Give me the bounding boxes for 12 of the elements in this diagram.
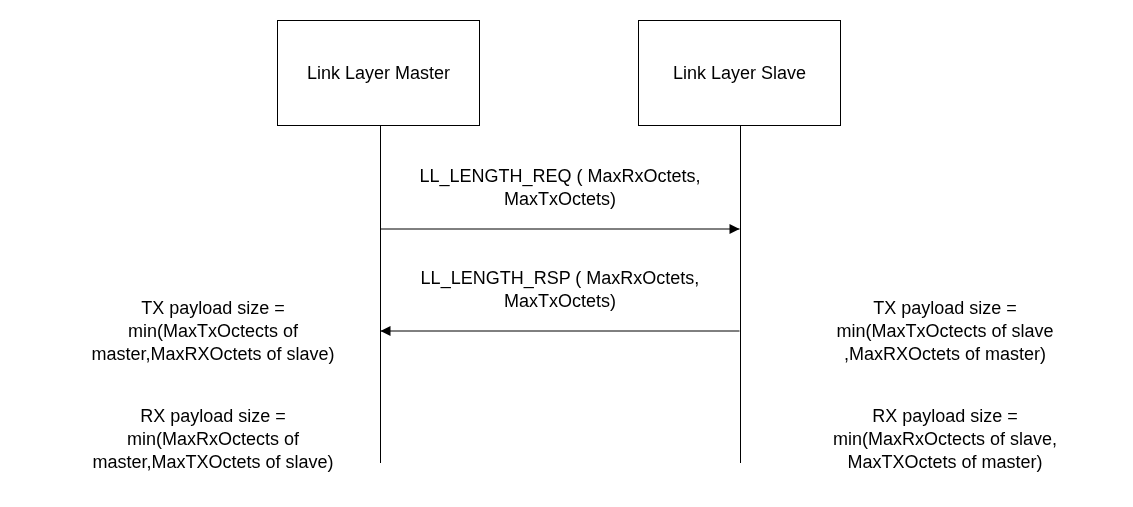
participant-name: Link Layer Master [306,62,451,84]
payload-note: TX payload size = min(MaxTxOctects of master,MaxRXOctets of slave) [90,297,336,366]
lifeline-box [638,20,841,126]
payload-note: TX payload size = min(MaxTxOctects of slave ,MaxRXOctets of master) [835,297,1055,366]
participant-name: Link Layer Slave [672,62,807,84]
lifeline [739,126,741,463]
message-arrow [380,326,740,336]
payload-note: RX payload size = min(MaxRxOctects of slave, MaxTXOctets of master) [831,405,1059,474]
message-arrow [380,224,740,234]
lifeline-box [277,20,480,126]
payload-note: RX payload size = min(MaxRxOctects of master,MaxTXOctets of slave) [91,405,335,474]
lifeline [379,126,381,463]
